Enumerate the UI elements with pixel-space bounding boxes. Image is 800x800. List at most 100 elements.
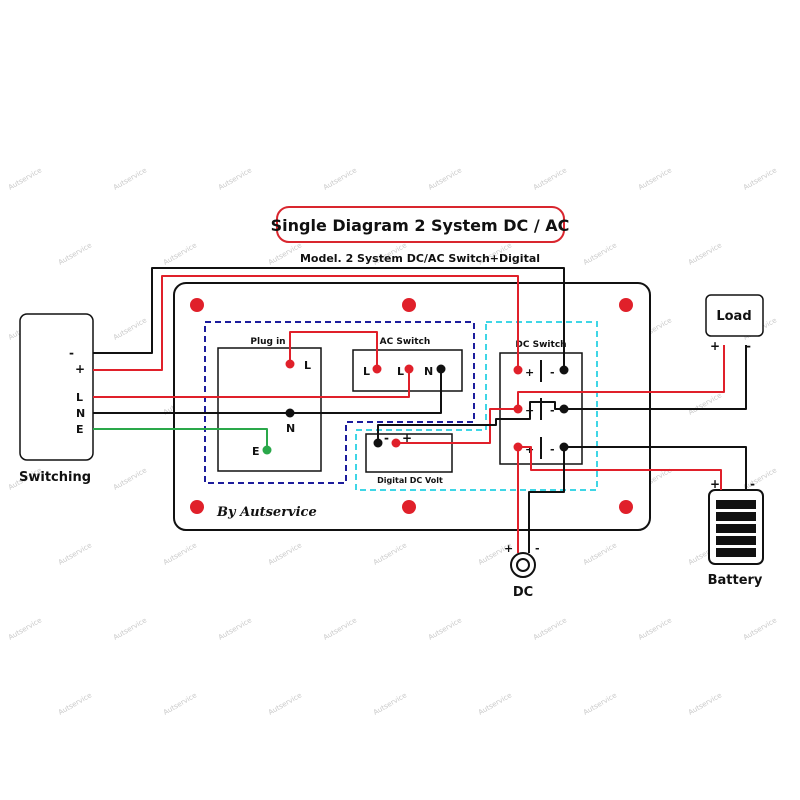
watermark-text: Autservice — [162, 541, 198, 566]
terminal-ac-l-right — [404, 364, 414, 374]
watermark-text: Autservice — [267, 241, 303, 266]
ac-switch-l-left-label: L — [363, 365, 370, 378]
wires — [93, 267, 747, 553]
mount-screw — [190, 298, 204, 312]
watermark-text: Autservice — [637, 616, 673, 641]
dc-socket-plus-label: + — [504, 542, 513, 555]
mount-screw — [402, 298, 416, 312]
terminals — [262, 359, 569, 455]
terminal-dc-row3-plus — [513, 442, 523, 452]
watermark-text: Autservice — [162, 241, 198, 266]
watermark-text: Autservice — [742, 166, 778, 191]
ac-switch-l-right-label: L — [397, 365, 404, 378]
watermark-text: Autservice — [217, 166, 253, 191]
load-plus-label: + — [710, 339, 720, 353]
ac-switch-n-label: N — [424, 365, 433, 378]
title-frame — [276, 206, 565, 243]
wire-switching-l — [93, 369, 410, 398]
watermark-text: Autservice — [7, 166, 43, 191]
diagram-subtitle: Model. 2 System DC/AC Switch+Digital — [300, 252, 540, 265]
watermark-text: Autservice — [372, 691, 408, 716]
watermark-text: Autservice — [427, 616, 463, 641]
watermark-text: Autservice — [742, 616, 778, 641]
switching-plus-label: + — [75, 362, 85, 376]
watermark-text: Autservice — [742, 466, 778, 491]
dc-socket-inner — [516, 558, 530, 572]
switching-power-supply — [19, 313, 94, 461]
battery-plus-label: + — [710, 477, 720, 491]
watermark-text: Autservice — [267, 691, 303, 716]
switching-e-label: E — [76, 423, 84, 436]
dc-switch-minus-label: - — [550, 443, 555, 456]
watermark-text: Autservice — [57, 541, 93, 566]
watermark-text: Autservice — [477, 691, 513, 716]
switching-label: Switching — [19, 470, 91, 485]
mount-screw — [619, 500, 633, 514]
watermark-text: Autservice — [582, 691, 618, 716]
plug-in-n-label: N — [286, 422, 295, 435]
wire-load-minus — [564, 345, 747, 410]
watermark-text: Autservice — [112, 616, 148, 641]
watermark-text: Autservice — [582, 541, 618, 566]
terminal-ac-l-left — [372, 364, 382, 374]
digital-dc-volt-label: Digital DC Volt — [377, 476, 443, 485]
load-label: Load — [716, 309, 751, 324]
watermark-text: Autservice — [687, 391, 723, 416]
dc-switch-label: DC Switch — [515, 340, 566, 350]
wire-plugin-l — [289, 331, 378, 369]
watermark-text: Autservice — [57, 691, 93, 716]
battery-cell — [716, 500, 756, 509]
terminal-dc-row2-plus — [513, 404, 523, 414]
battery-cell — [716, 524, 756, 533]
mount-screw — [402, 500, 416, 514]
watermark-text: Autservice — [582, 241, 618, 266]
watermark-text: Autservice — [532, 166, 568, 191]
dc-switch-plus-label: + — [525, 443, 534, 456]
watermark-text: Autservice — [372, 541, 408, 566]
watermark-text: Autservice — [687, 241, 723, 266]
battery-cell — [716, 548, 756, 557]
terminal-dc-row3-minus — [559, 442, 569, 452]
wire-switching-plus — [93, 275, 519, 371]
watermark-text: Autservice — [322, 166, 358, 191]
watermark-text: Autservice — [7, 616, 43, 641]
terminal-ac-n — [436, 364, 446, 374]
battery-label: Battery — [708, 573, 763, 588]
dc-socket-label: DC — [513, 585, 533, 600]
watermark-text: Autservice — [267, 541, 303, 566]
watermark-text: Autservice — [217, 616, 253, 641]
watermark-text: Autservice — [687, 691, 723, 716]
switching-l-label: L — [76, 391, 83, 404]
battery-minus-label: - — [750, 477, 755, 491]
terminal-volt-plus — [391, 438, 401, 448]
watermark-text: Autservice — [112, 316, 148, 341]
mount-screw — [190, 500, 204, 514]
plug-in-l-label: L — [304, 359, 311, 372]
watermark-text: Autservice — [322, 616, 358, 641]
terminal-plugin-n — [285, 408, 295, 418]
wire-battery-minus — [564, 446, 747, 490]
plug-in-e-label: E — [252, 445, 260, 458]
watermark-text: Autservice — [532, 616, 568, 641]
dc-socket-minus-label: - — [535, 542, 540, 555]
terminal-plugin-e — [262, 445, 272, 455]
diagram-title: Single Diagram 2 System DC / AC — [271, 216, 570, 235]
terminal-dc-row1-minus — [559, 365, 569, 375]
digital-dc-volt-plus-label: + — [402, 431, 412, 445]
terminal-dc-row2-minus — [559, 404, 569, 414]
load-box — [705, 294, 764, 337]
switching-n-label: N — [76, 407, 85, 420]
digital-dc-volt-minus-label: - — [384, 431, 389, 445]
terminal-plugin-l — [285, 359, 295, 369]
switching-minus-label: - — [69, 346, 74, 360]
watermark-text: Autservice — [637, 166, 673, 191]
plug-in-label: Plug in — [250, 337, 285, 347]
dc-section-outline — [355, 321, 598, 491]
wire-switching-e — [93, 428, 268, 450]
battery-cell — [716, 512, 756, 521]
watermark-text: Autservice — [112, 166, 148, 191]
watermark-text: Autservice — [162, 691, 198, 716]
terminal-volt-minus — [373, 438, 383, 448]
dc-switch-minus-label: - — [550, 404, 555, 417]
